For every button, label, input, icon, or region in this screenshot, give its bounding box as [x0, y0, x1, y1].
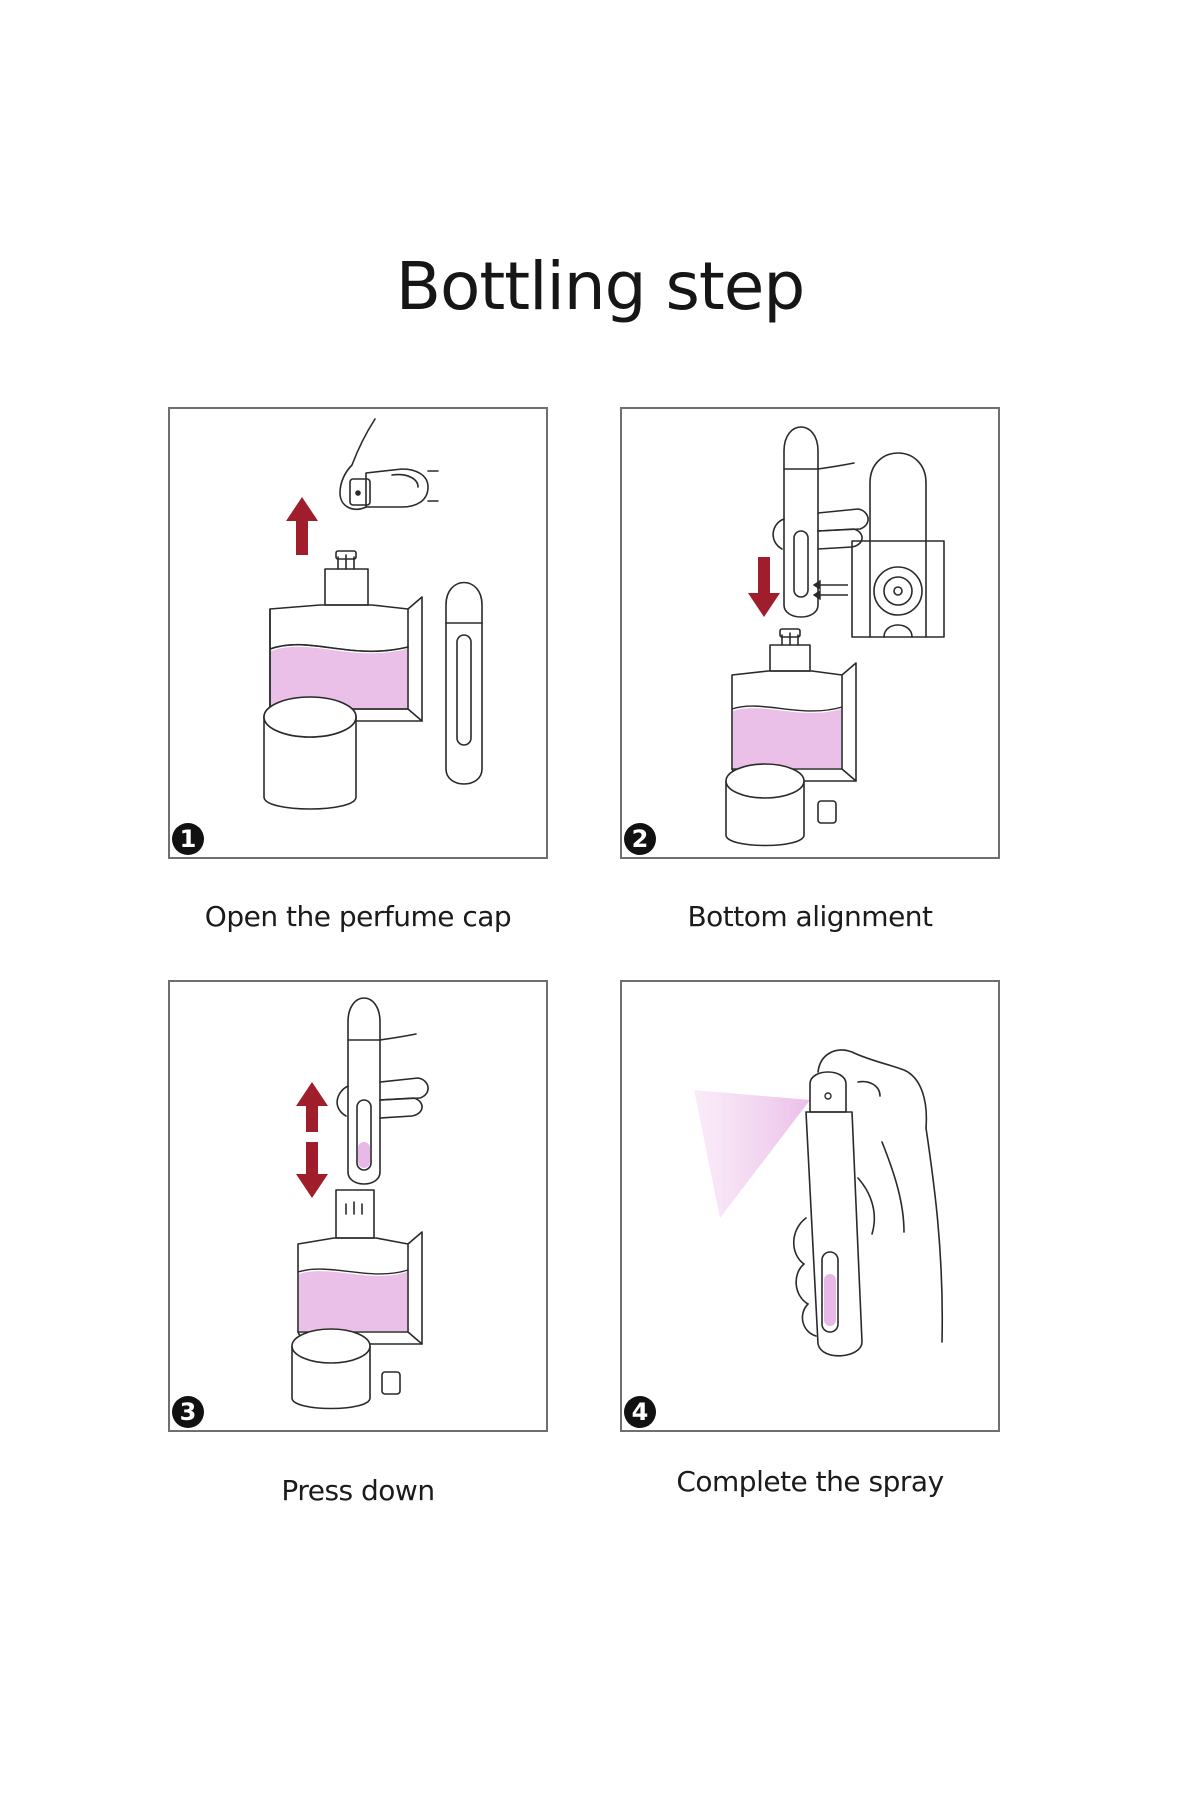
atomizer-icon: [783, 426, 819, 618]
atomizer-icon: [347, 997, 381, 1185]
up-arrow-icon: [286, 497, 318, 555]
atomizer-icon: [805, 1071, 863, 1357]
page-title: Bottling step: [395, 248, 806, 325]
down-arrow-icon: [748, 557, 780, 617]
alignment-detail-icon: [851, 452, 945, 638]
step-2-panel: 2: [620, 407, 1000, 859]
step-number-badge: 1: [172, 823, 204, 855]
small-cap-icon: [817, 800, 837, 824]
step-4-illustration: [694, 1049, 944, 1357]
step-number-badge: 3: [172, 1396, 204, 1428]
pointer-arrows-icon: [812, 579, 848, 601]
round-cap-icon: [725, 780, 805, 847]
step-3-panel: 3: [168, 980, 548, 1432]
step-3-caption: Press down: [281, 1474, 435, 1507]
round-cap-icon: [291, 1345, 371, 1410]
spray-mist-icon: [694, 1090, 810, 1218]
step-4-caption: Complete the spray: [676, 1465, 944, 1498]
step-1-caption: Open the perfume cap: [204, 900, 512, 933]
small-cap-icon: [381, 1371, 401, 1395]
step-1-panel: 1: [168, 407, 548, 859]
hand-icon: [772, 462, 869, 550]
step-1-illustration: [263, 418, 483, 810]
step-2-illustration: [725, 426, 945, 847]
step-number-badge: 4: [624, 1396, 656, 1428]
cap-icon: [349, 478, 371, 506]
step-2-caption: Bottom alignment: [687, 900, 933, 933]
hand-icon: [339, 418, 439, 511]
step-number-badge: 2: [624, 823, 656, 855]
up-down-arrow-icon: [296, 1082, 328, 1198]
hand-icon: [792, 1049, 944, 1343]
hand-icon: [336, 1033, 429, 1119]
step-3-illustration: [291, 997, 429, 1410]
step-4-panel: 4: [620, 980, 1000, 1432]
atomizer-icon: [445, 581, 483, 785]
